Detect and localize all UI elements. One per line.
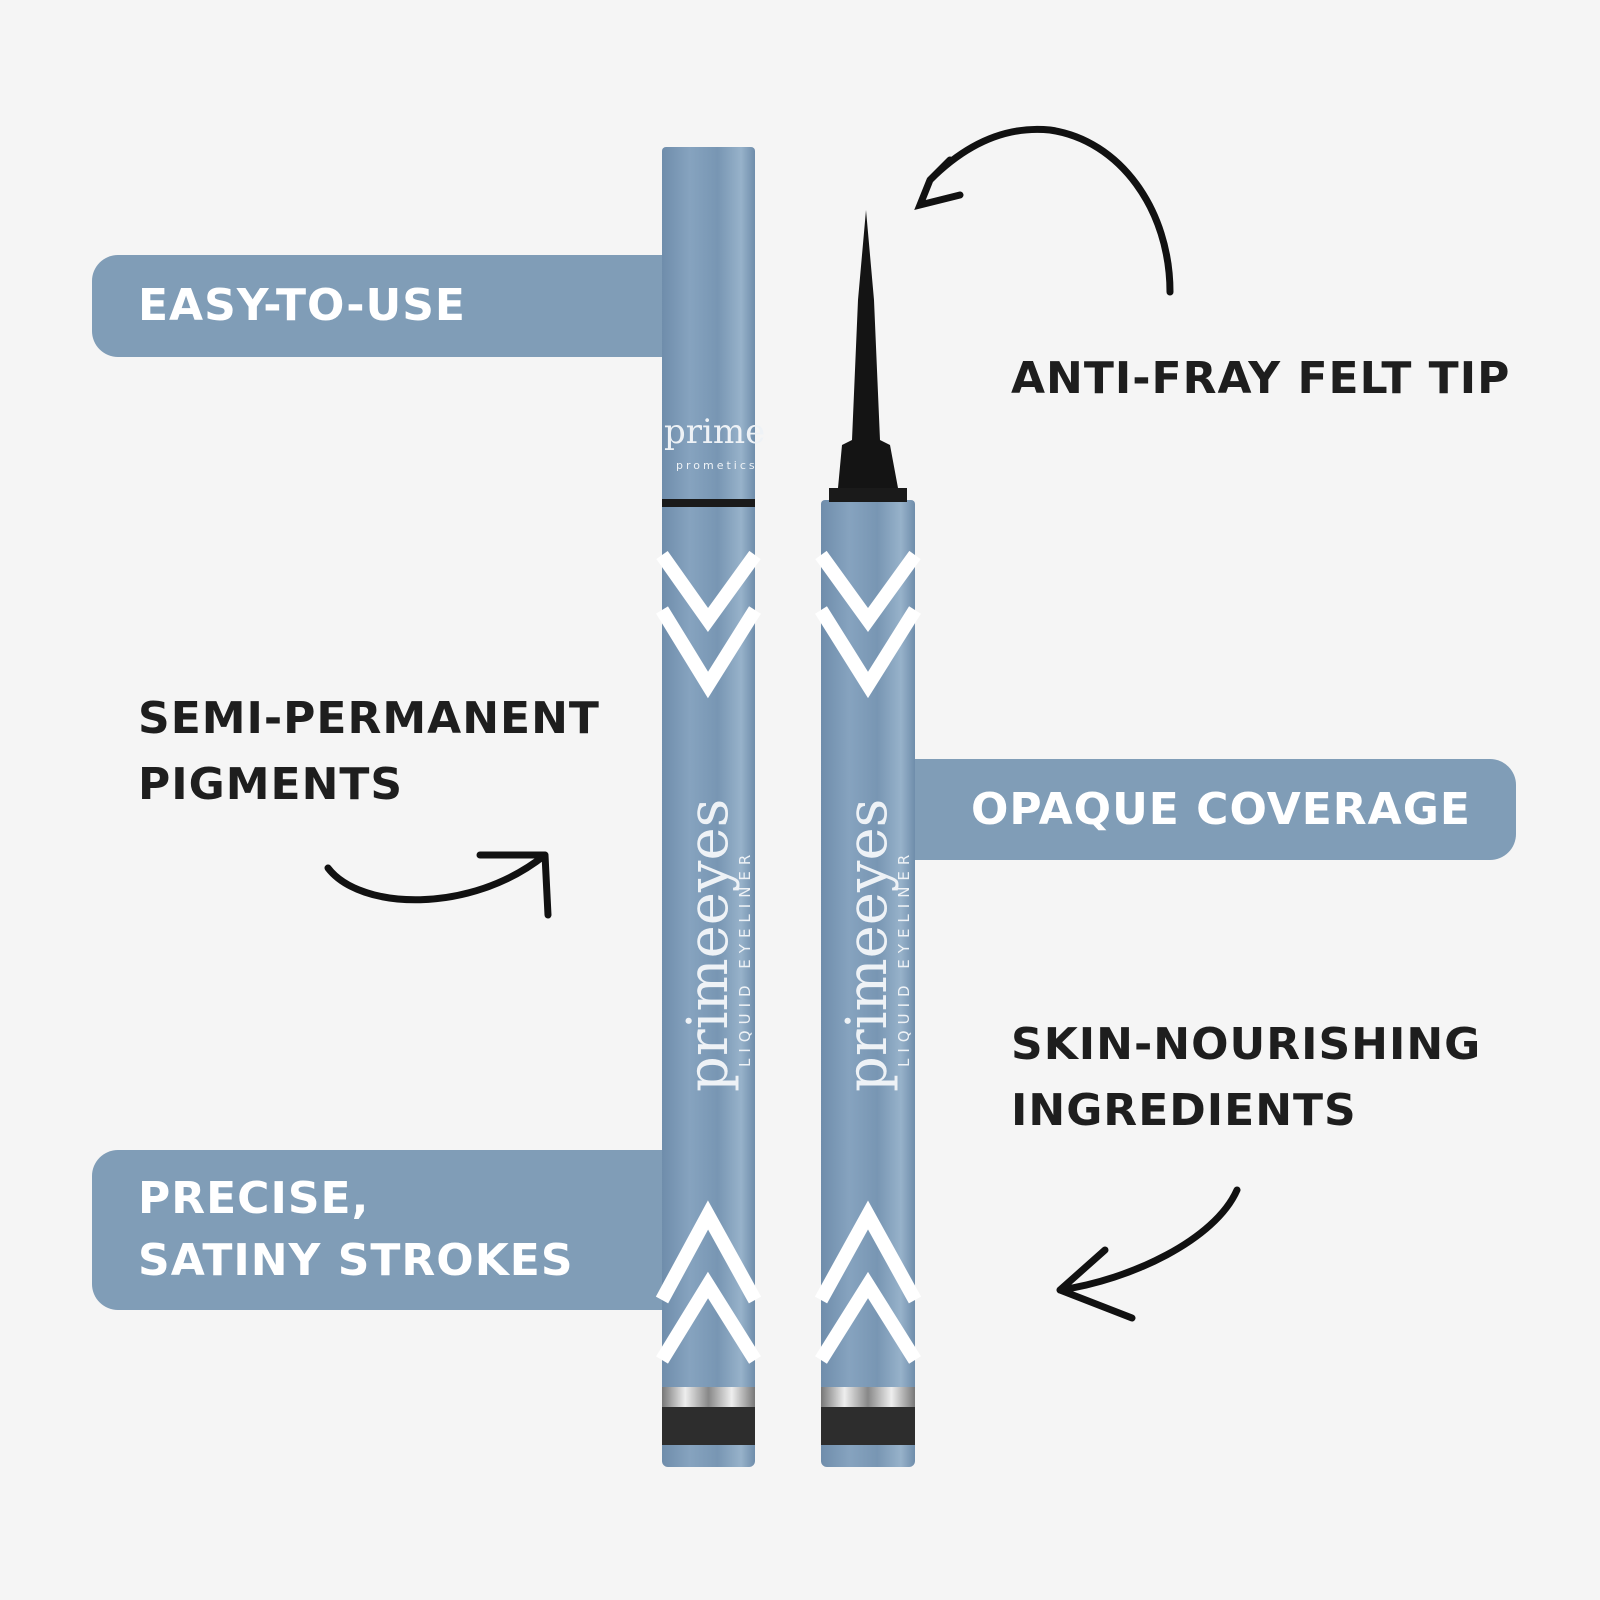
arrow-semi-permanent-icon <box>324 851 552 919</box>
cap-logo: prime <box>664 412 766 452</box>
eyeliner-pen-open: primeeyes LIQUID EYELINER <box>821 500 915 1467</box>
feature-label: PRECISE, <box>138 1173 370 1224</box>
feature-label: PIGMENTS <box>138 759 404 810</box>
feature-label: SEMI-PERMANENT <box>138 693 600 744</box>
chevron-pattern <box>655 550 922 1364</box>
end-ring <box>821 1387 915 1407</box>
feature-label: EASY-TO-USE <box>138 280 466 331</box>
feature-label: INGREDIENTS <box>1011 1085 1357 1136</box>
feature-skin-nourishing: SKIN-NOURISHING INGREDIENTS <box>1011 1012 1481 1144</box>
arrow-skin-nourishing-icon <box>1056 1186 1241 1322</box>
feature-easy-to-use: EASY-TO-USE <box>92 255 672 357</box>
felt-tip <box>829 210 907 502</box>
feature-label: SATINY STROKES <box>138 1235 574 1286</box>
feature-semi-permanent: SEMI-PERMANENT PIGMENTS <box>138 686 600 818</box>
arrow-anti-fray-icon <box>914 125 1174 296</box>
feature-label: OPAQUE COVERAGE <box>971 783 1471 835</box>
cap-logo-sub: prometics <box>676 459 758 472</box>
feature-label: ANTI-FRAY FELT TIP <box>1011 353 1511 404</box>
end-band <box>662 1407 755 1445</box>
end-ring <box>662 1387 755 1407</box>
eyeliner-pen-capped: prime prometics primeeyes LIQUID EYELINE… <box>662 147 765 1467</box>
feature-anti-fray: ANTI-FRAY FELT TIP <box>1011 346 1510 412</box>
cap-band <box>662 499 755 507</box>
feature-opaque: OPAQUE COVERAGE <box>905 759 1516 860</box>
end-band <box>821 1407 915 1445</box>
feature-precise: PRECISE, SATINY STROKES <box>92 1150 672 1310</box>
feature-label: SKIN-NOURISHING <box>1011 1019 1482 1070</box>
